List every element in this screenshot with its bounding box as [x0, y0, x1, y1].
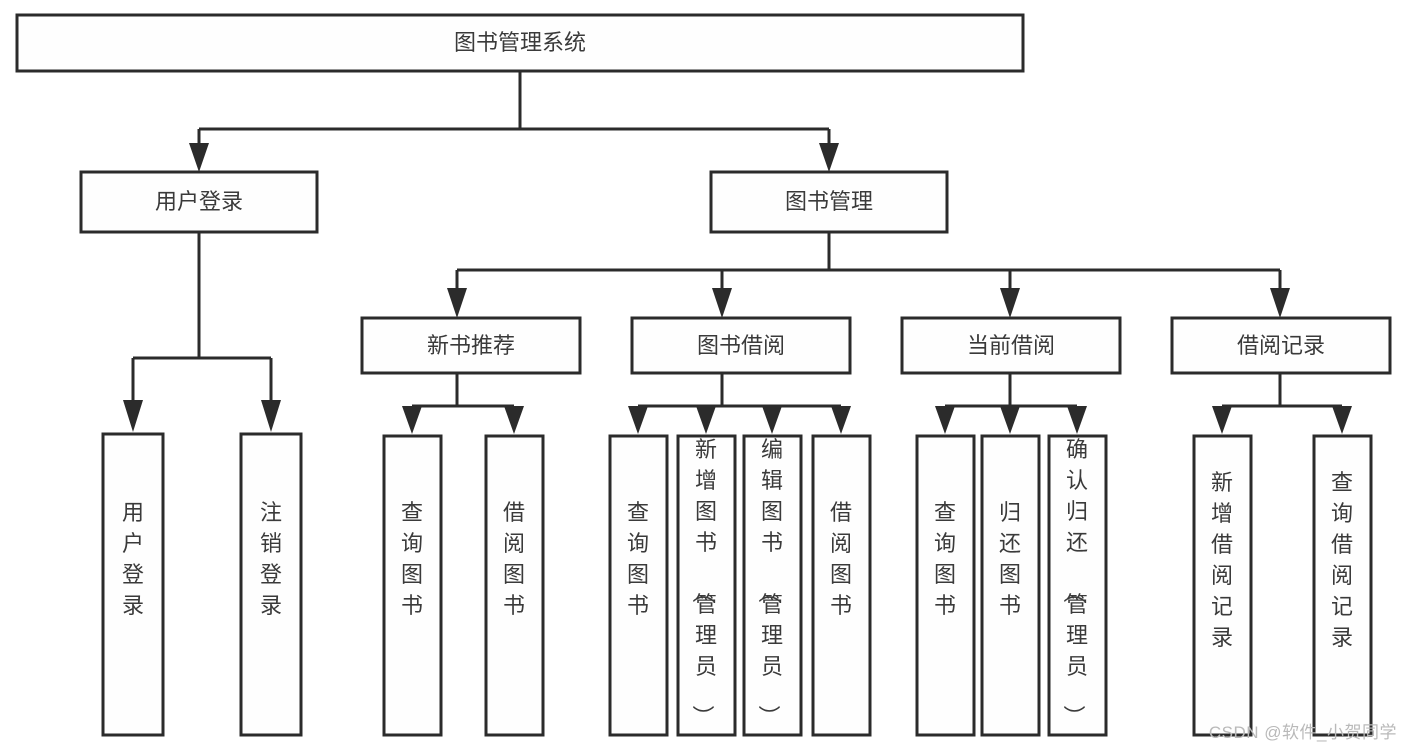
node-leaf-query-book-3-label: 查询图书 — [934, 500, 956, 618]
node-borrow-record[interactable]: 借阅记录 — [1170, 316, 1392, 375]
node-leaf-borrow-book-1[interactable]: 借阅图书 — [484, 434, 545, 737]
node-leaf-borrow-book-2-label: 借阅图书 — [830, 500, 852, 618]
node-leaf-edit-book-box[interactable] — [742, 434, 803, 737]
arrowhead-current-borrow — [1000, 288, 1020, 318]
connector-group-book-manage-children — [447, 232, 1290, 318]
node-root[interactable]: 图书管理系统 — [15, 13, 1025, 73]
arrowhead-user-login — [189, 143, 209, 172]
arrowhead-new-book-recommend — [447, 288, 467, 318]
node-leaf-query-record[interactable]: 查询借阅记录 — [1312, 434, 1373, 737]
node-root-label: 图书管理系统 — [454, 30, 586, 55]
node-user-login-label: 用户登录 — [155, 189, 243, 214]
arrowhead-leaf-add-book — [696, 406, 716, 434]
node-leaf-query-record-box[interactable] — [1312, 434, 1373, 737]
node-leaf-add-record[interactable]: 新增借阅记录 — [1192, 434, 1253, 737]
node-book-manage-label: 图书管理 — [785, 189, 873, 214]
node-book-borrow-label: 图书借阅 — [697, 333, 785, 358]
node-book-borrow-box[interactable] — [630, 316, 852, 375]
node-leaf-user-login-label: 用户登录 — [122, 500, 144, 618]
arrowhead-leaf-query-record — [1332, 406, 1352, 434]
node-leaf-query-book-2[interactable]: 查询图书 — [608, 434, 669, 737]
node-leaf-borrow-book-2[interactable]: 借阅图书 — [811, 434, 872, 737]
node-user-login-box[interactable] — [79, 170, 319, 234]
node-leaf-edit-book[interactable]: 编辑图书（管理员） — [742, 434, 803, 737]
node-leaf-logout-label: 注销登录 — [260, 500, 282, 618]
node-leaf-confirm-return[interactable]: 确认归还（管理员） — [1047, 434, 1108, 737]
arrowhead-book-manage — [819, 143, 839, 172]
connector-group-book-borrow-children — [628, 373, 851, 434]
arrowhead-leaf-borrow-book-1 — [504, 406, 524, 434]
connector-group-root-to-level2 — [189, 71, 839, 172]
node-leaf-return-book-box[interactable] — [980, 434, 1041, 737]
node-leaf-query-book-3[interactable]: 查询图书 — [915, 434, 976, 737]
connector-group-user-login-children — [123, 232, 281, 432]
node-leaf-query-book-1-label: 查询图书 — [401, 500, 423, 618]
node-leaf-query-book-2-box[interactable] — [608, 434, 669, 737]
node-leaf-borrow-book-2-box[interactable] — [811, 434, 872, 737]
connector-group-current-borrow-children — [935, 373, 1087, 434]
arrowhead-leaf-query-book-2 — [628, 406, 648, 434]
arrowhead-borrow-record — [1270, 288, 1290, 318]
node-leaf-query-book-3-box[interactable] — [915, 434, 976, 737]
arrowhead-leaf-edit-book — [762, 406, 782, 434]
node-leaf-query-record-label: 查询借阅记录 — [1331, 470, 1353, 650]
node-book-manage[interactable]: 图书管理 — [709, 170, 949, 234]
arrowhead-leaf-query-book-3 — [935, 406, 955, 434]
csdn-watermark: CSDN @软件_小贺同学 — [1208, 723, 1397, 742]
node-leaf-borrow-book-1-label: 借阅图书 — [503, 500, 525, 618]
node-leaf-add-record-label: 新增借阅记录 — [1211, 470, 1233, 650]
node-leaf-edit-book-label: 编辑图书（管理员） — [756, 437, 783, 727]
arrowhead-leaf-query-book-1 — [402, 406, 422, 434]
arrowhead-leaf-add-record — [1212, 406, 1232, 434]
node-current-borrow-label: 当前借阅 — [967, 333, 1055, 358]
node-leaf-query-book-1-box[interactable] — [382, 434, 443, 737]
node-leaf-query-book-2-label: 查询图书 — [627, 500, 649, 618]
node-leaf-query-book-1[interactable]: 查询图书 — [382, 434, 443, 737]
arrowhead-leaf-return-book — [1000, 406, 1020, 434]
node-current-borrow[interactable]: 当前借阅 — [900, 316, 1122, 375]
node-leaf-logout[interactable]: 注销登录 — [239, 432, 303, 737]
node-leaf-add-book[interactable]: 新增图书（管理员） — [676, 434, 737, 737]
node-book-manage-box[interactable] — [709, 170, 949, 234]
node-root-box[interactable] — [15, 13, 1025, 73]
node-user-login[interactable]: 用户登录 — [79, 170, 319, 234]
node-leaf-add-record-box[interactable] — [1192, 434, 1253, 737]
connector-group-borrow-record-children — [1212, 373, 1352, 434]
node-leaf-logout-box[interactable] — [239, 432, 303, 737]
node-new-book-recommend[interactable]: 新书推荐 — [360, 316, 582, 375]
node-borrow-record-label: 借阅记录 — [1237, 333, 1325, 358]
arrowhead-leaf-logout — [261, 400, 281, 432]
node-leaf-add-book-label: 新增图书（管理员） — [690, 437, 717, 727]
arrowhead-leaf-borrow-book-2 — [831, 406, 851, 434]
node-leaf-borrow-book-1-box[interactable] — [484, 434, 545, 737]
node-book-borrow[interactable]: 图书借阅 — [630, 316, 852, 375]
node-new-book-recommend-box[interactable] — [360, 316, 582, 375]
node-leaf-confirm-return-box[interactable] — [1047, 434, 1108, 737]
node-leaf-return-book[interactable]: 归还图书 — [980, 434, 1041, 737]
node-leaf-user-login[interactable]: 用户登录 — [101, 432, 165, 737]
node-new-book-recommend-label: 新书推荐 — [427, 333, 515, 358]
node-borrow-record-box[interactable] — [1170, 316, 1392, 375]
node-leaf-add-book-box[interactable] — [676, 434, 737, 737]
node-leaf-return-book-label: 归还图书 — [999, 500, 1021, 618]
arrowhead-book-borrow — [712, 288, 732, 318]
arrowhead-leaf-confirm-return — [1067, 406, 1087, 434]
node-leaf-user-login-box[interactable] — [101, 432, 165, 737]
node-current-borrow-box[interactable] — [900, 316, 1122, 375]
arrowhead-leaf-user-login — [123, 400, 143, 432]
node-leaf-confirm-return-label: 确认归还（管理员） — [1061, 437, 1088, 727]
connector-group-new-book-recommend-children — [402, 373, 524, 434]
